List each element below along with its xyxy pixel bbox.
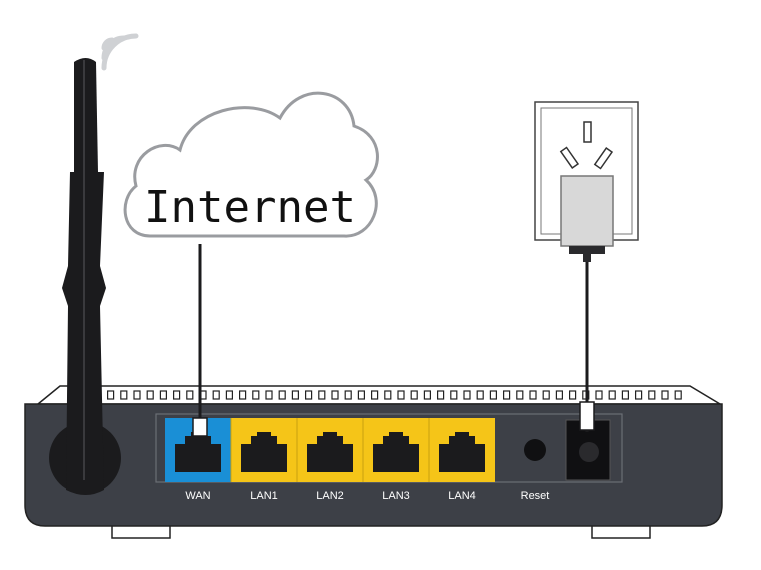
wifi-signal-icon bbox=[101, 33, 139, 71]
vent-slot bbox=[291, 390, 299, 400]
vent-slot bbox=[608, 390, 616, 400]
vent-slot bbox=[239, 390, 247, 400]
power-cable bbox=[579, 262, 595, 432]
vent-slot bbox=[503, 390, 511, 400]
vent-slot bbox=[252, 390, 260, 400]
vent-slot bbox=[120, 390, 128, 400]
vent-slot bbox=[463, 390, 471, 400]
power-jack[interactable] bbox=[565, 419, 611, 481]
vent-slot bbox=[595, 390, 603, 400]
router-vent-slots bbox=[67, 390, 682, 400]
antenna-icon bbox=[62, 58, 106, 495]
vent-slot bbox=[397, 390, 405, 400]
port-lan1[interactable] bbox=[230, 418, 297, 482]
vent-slot bbox=[555, 390, 564, 400]
vent-slot bbox=[186, 390, 194, 400]
vent-slot bbox=[159, 390, 167, 400]
vent-slot bbox=[476, 390, 484, 400]
reset-hole[interactable] bbox=[524, 439, 546, 461]
vent-slot bbox=[634, 390, 643, 400]
vent-slot bbox=[384, 390, 392, 400]
vent-slot bbox=[173, 390, 181, 400]
vent-slot bbox=[489, 390, 497, 400]
reset-label: Reset bbox=[521, 490, 550, 502]
reset-button[interactable] bbox=[524, 439, 546, 461]
internet-cloud: Internet bbox=[123, 91, 379, 238]
power-outlet-icon bbox=[534, 101, 639, 241]
port-label-lan2: LAN2 bbox=[316, 490, 344, 502]
vent-slot bbox=[542, 390, 550, 400]
vent-slot bbox=[661, 390, 669, 400]
vent-slot bbox=[318, 390, 326, 400]
port-lan3[interactable] bbox=[362, 418, 429, 482]
vent-slot bbox=[146, 390, 154, 400]
vent-slot bbox=[529, 390, 537, 400]
vent-slot bbox=[410, 390, 418, 400]
port-label-lan4: LAN4 bbox=[448, 490, 476, 502]
vent-slot bbox=[331, 390, 339, 400]
vent-slot bbox=[212, 390, 220, 400]
vent-slot bbox=[568, 390, 577, 400]
vent-slot bbox=[674, 390, 682, 400]
vent-slot bbox=[516, 390, 524, 400]
port-lan4[interactable] bbox=[428, 418, 495, 482]
vent-slot bbox=[648, 390, 656, 400]
vent-slot bbox=[106, 390, 115, 400]
port-label-lan1: LAN1 bbox=[250, 490, 278, 502]
cloud-label: Internet bbox=[144, 182, 356, 233]
vent-slot bbox=[357, 390, 365, 400]
vent-slot bbox=[450, 390, 458, 400]
vent-slot bbox=[133, 390, 141, 400]
router-top-lid bbox=[35, 385, 723, 405]
vent-slot bbox=[344, 390, 352, 400]
vent-slot bbox=[423, 390, 431, 400]
vent-slot bbox=[371, 390, 379, 400]
port-label-wan: WAN bbox=[185, 490, 210, 502]
vent-slot bbox=[265, 390, 273, 400]
vent-slot bbox=[437, 390, 445, 400]
vent-slot bbox=[621, 390, 630, 400]
port-labels: WAN LAN1 LAN2 LAN3 LAN4 bbox=[185, 490, 475, 502]
vent-slot bbox=[278, 390, 286, 400]
port-lan2[interactable] bbox=[296, 418, 363, 482]
power-adapter-icon bbox=[560, 175, 614, 262]
port-label-lan3: LAN3 bbox=[382, 490, 410, 502]
port-row bbox=[165, 418, 495, 482]
internet-cable bbox=[192, 244, 208, 444]
vent-slot bbox=[225, 390, 233, 400]
vent-slot bbox=[305, 390, 313, 400]
